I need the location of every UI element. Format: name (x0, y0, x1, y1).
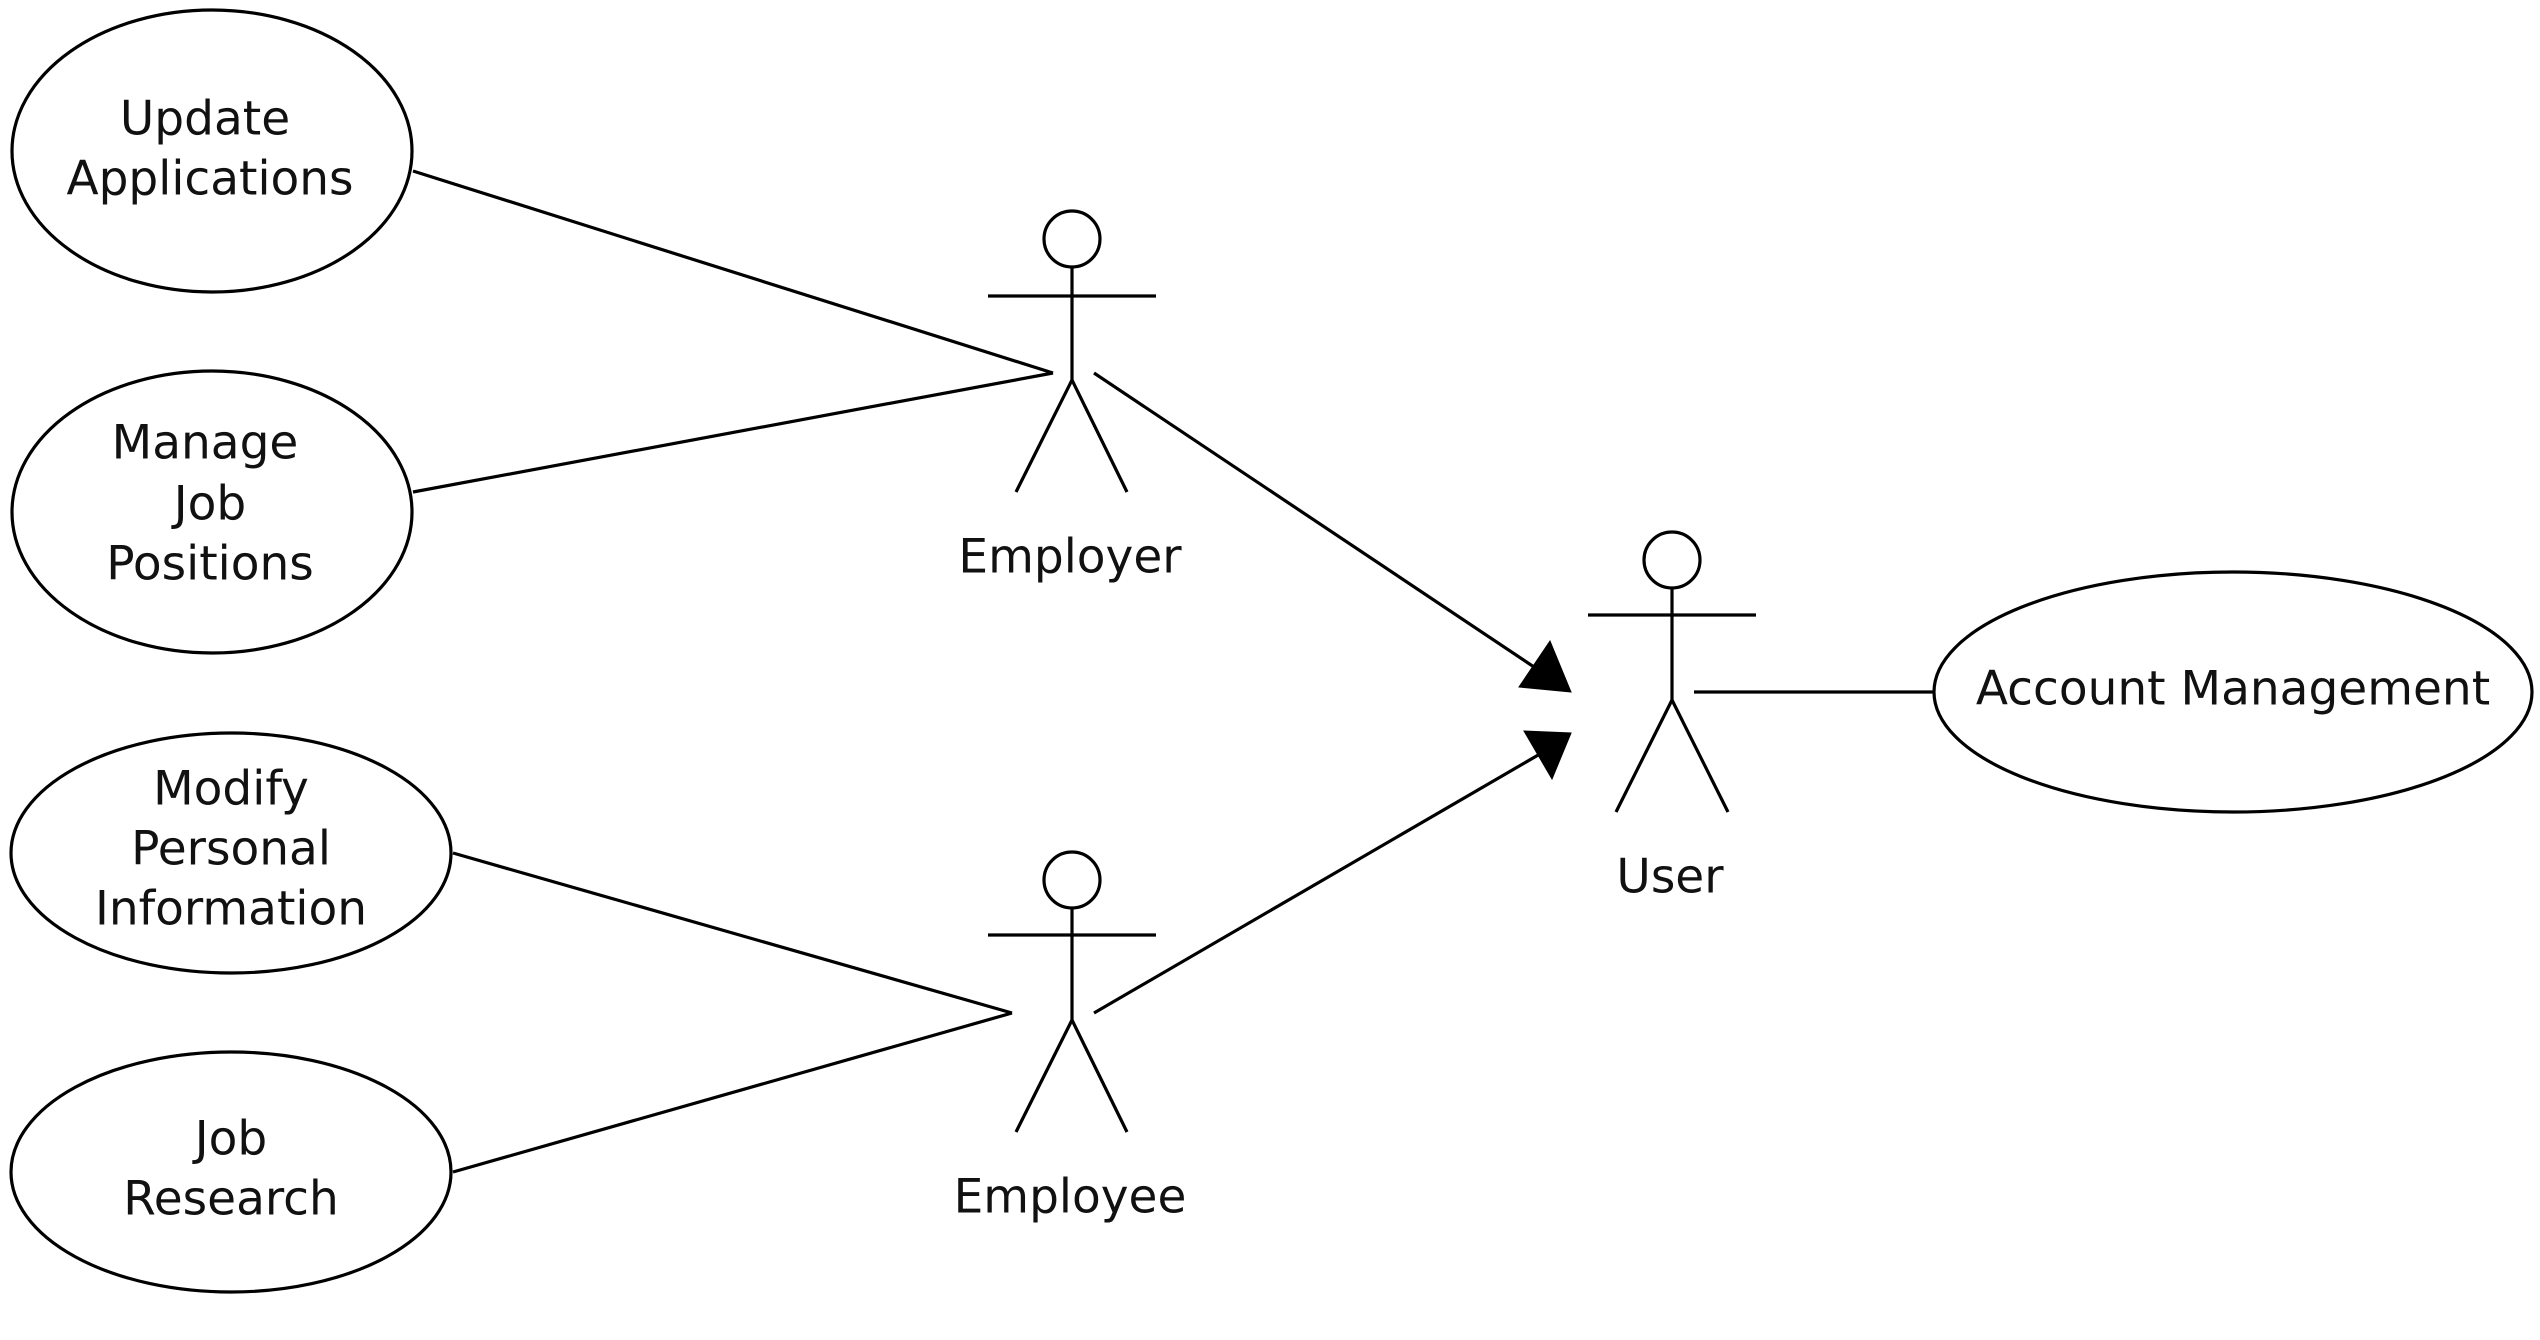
actor-label-user: User (1616, 850, 1724, 905)
actor-user: User (1588, 530, 1756, 905)
use-case-label-line: Personal (131, 822, 331, 877)
actor-label-employee: Employee (954, 1170, 1187, 1225)
actor-right-leg (1070, 379, 1129, 493)
actor-employee: Employee (954, 850, 1187, 1225)
use-case-label-line: Research (123, 1172, 339, 1227)
association-manage-job-positions-employer (412, 371, 1054, 494)
use-case-label-line: Information (95, 882, 367, 937)
association-update-applications-employer (412, 169, 1054, 375)
generalization-arrows (1093, 371, 1572, 1015)
actor-left-leg (1014, 379, 1074, 493)
use-case-label-line: Applications (66, 152, 353, 207)
use-case-label-line: Account Management (1976, 662, 2490, 717)
association-job-research-employee (452, 1011, 1013, 1174)
use-case-label-line: Job (171, 477, 246, 532)
actor-left-leg (1014, 1019, 1074, 1133)
association-lines (412, 169, 1934, 1174)
use-case-ellipse (9, 1050, 453, 1294)
use-case-ellipse (10, 8, 414, 294)
use-case-label-line: Job (192, 1112, 267, 1167)
use-case-manage-job-positions: Manage Job Positions (10, 369, 414, 655)
use-case-update-applications: Update Applications (10, 8, 414, 294)
association-modify-personal-information-employee (452, 851, 1013, 1015)
actor-head (1042, 850, 1102, 910)
generalization-employee-user-arrowhead (1523, 730, 1572, 781)
actor-right-leg (1070, 1019, 1129, 1133)
actor-head (1642, 530, 1702, 590)
use-case-account-management: Account Management (1932, 570, 2534, 814)
generalization-employer-user-arrowhead (1518, 639, 1572, 693)
generalization-employee-user-line (1093, 745, 1553, 1015)
use-case-label-line: Update (120, 92, 290, 147)
actor-right-leg (1670, 699, 1730, 813)
actor-head (1042, 209, 1102, 269)
generalization-employer-user-line (1093, 371, 1553, 681)
use-case-job-research: Job Research (9, 1050, 453, 1294)
use-case-label-line: Modify (153, 762, 309, 817)
use-case-ellipse (1932, 570, 2534, 814)
use-case-ellipse (10, 369, 414, 655)
actor-employer: Employer (958, 209, 1182, 585)
use-case-label-line: Manage (112, 416, 299, 471)
actor-left-leg (1614, 699, 1674, 813)
use-case-label-line: Positions (106, 537, 313, 592)
actor-label-employer: Employer (958, 530, 1182, 585)
use-case-modify-personal-information: Modify Personal Information (9, 731, 453, 975)
use-case-ellipse (9, 731, 453, 975)
